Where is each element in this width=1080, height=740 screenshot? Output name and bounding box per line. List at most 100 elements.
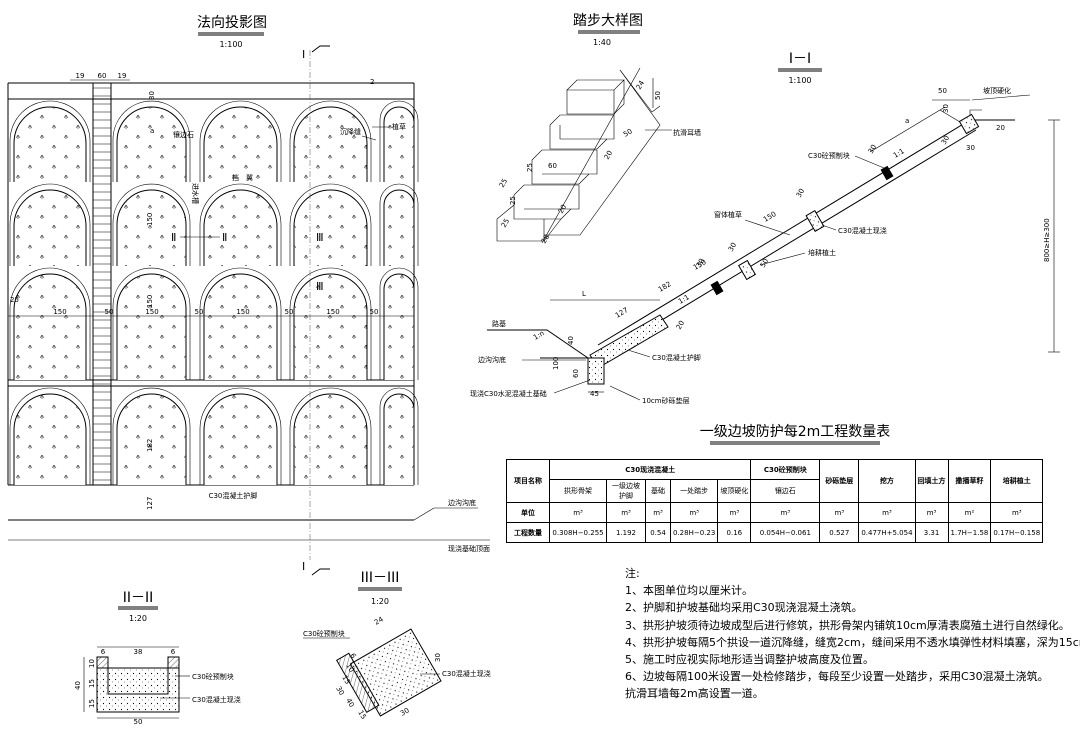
s1-label-roadbed: 路基 (492, 319, 506, 328)
section-I-scale: 1:100 (788, 76, 811, 85)
step-dim-25-d: 25 (500, 217, 511, 229)
s1-dim-182: 182 (657, 280, 673, 294)
s1-dim-150-a: 150 (762, 210, 778, 224)
arch-outline (9, 387, 91, 485)
s1-ratio-1: 1:1 (892, 147, 906, 160)
quantity-label: 工程数量 (506, 522, 550, 543)
quantity-cell: 3.31 (914, 522, 949, 543)
step-detail-title: 踏步大样图 (573, 13, 643, 29)
s1-label-base: 现浇C30水泥混凝土基础 (470, 389, 547, 398)
s1-dim-30-e: 30 (795, 187, 806, 199)
s2-dim-50: 50 (134, 718, 143, 726)
step-dim-25-c: 25 (509, 196, 517, 205)
normal-projection-title: 法向投影图 (197, 15, 267, 31)
cut-mark-II-right: Ⅱ (222, 231, 227, 244)
s1-dim-30-g: 30 (695, 257, 706, 269)
arch-outline (379, 183, 419, 266)
label-anti-slide-wall: 抗滑耳墙 (673, 128, 701, 137)
step-detail-scale: 1:40 (593, 38, 611, 47)
notes-block: 注: 1、本图单位均以厘米计。2、护脚和护坡基础均采用C30现浇混凝土浇筑。3、… (625, 565, 1080, 703)
row-dim-150-4: 150 (326, 308, 339, 316)
s3-dim-40: 40 (344, 697, 355, 709)
label-ditch-bottom: 边沟沟底 (448, 498, 476, 507)
arch-outline (9, 183, 91, 266)
step-dim-25-a: 25 (526, 163, 534, 172)
s2-dim-40: 40 (74, 681, 82, 690)
arch-outline (379, 387, 419, 485)
th-backfill: 回填土方 (914, 459, 949, 503)
arch-cell (116, 189, 187, 266)
th-top-hardening: 坡顶硬化 (717, 479, 752, 503)
s3-dim-30-c: 30 (434, 653, 442, 662)
s1-label-cast: C30混凝土现浇 (838, 226, 887, 235)
row-dim-50-4: 50 (370, 308, 379, 316)
label-inlet: 进水槽 (191, 183, 200, 204)
dim-150-a: 150 (146, 213, 154, 226)
section-II-view: II－II 1:20 6 38 6 40 10 15 15 50 C30砼预制块… (74, 590, 241, 726)
normal-projection-view: 法向投影图 1:100 19 60 19 I 2 30 a 镶边石 (7, 15, 490, 576)
th-c30-precast: C30砼预制块 (750, 459, 821, 480)
arch-outline (199, 183, 282, 266)
quantity-cell: 0.28H−0.23 (669, 522, 719, 543)
arch-cell (13, 189, 87, 266)
note-item: 5、施工时应视实际地形适当调整护坡高度及位置。 (625, 653, 874, 667)
step-dim-20-a: 20 (557, 203, 568, 215)
th-edge-stone: 镶边石 (750, 479, 821, 503)
notes-title: 注: (625, 567, 640, 580)
step-dim-28: 28 (540, 233, 551, 245)
s1-dim-50: 50 (938, 87, 947, 95)
arch-cell (13, 393, 87, 485)
arch-cell (383, 189, 415, 266)
s1-dim-40: 40 (567, 336, 575, 345)
s1-label-precast: C30砼预制块 (808, 151, 850, 160)
quantity-cell: 0.527 (819, 522, 860, 543)
th-sand: 砂砾垫层 (819, 459, 860, 503)
s2-dim-38: 38 (134, 648, 143, 656)
note-item: 2、护脚和护坡基础均采用C30现浇混凝土浇筑。 (625, 601, 863, 615)
th-soil: 培耕植土 (990, 459, 1044, 503)
dim-150-b: 150 (146, 295, 154, 308)
s1-dim-60: 60 (572, 369, 580, 378)
quantity-cell: 0.054H−0.061 (750, 522, 821, 543)
label-settlement-joint: 沉降缝 (340, 127, 361, 136)
s2-dim-15-b: 15 (88, 699, 96, 708)
arch-outline (289, 387, 372, 485)
section-I-view: I－I 1:100 50 30 30 20 a 30 坡顶硬化 C30砼预制块 … (470, 51, 1060, 405)
s1-label-toe: C30混凝土护脚 (652, 353, 701, 362)
row-dim-50-2: 50 (195, 308, 204, 316)
unit-cell: m³ (606, 502, 646, 523)
s3-dim-30-a: 30 (334, 685, 345, 697)
label-base-top: 现浇基础顶面 (448, 544, 490, 553)
row-dim-50-1: 50 (105, 308, 114, 316)
s2-dim-6-a: 6 (101, 648, 106, 656)
dim-30-arch: 30 (148, 91, 156, 100)
label-retaining: 挡 翼 (232, 173, 253, 182)
step-dim-25-b: 25 (498, 177, 509, 189)
s2-label-precast: C30砼预制块 (192, 672, 234, 681)
arch-cell (203, 106, 278, 182)
arch-cell (203, 273, 278, 380)
section-III-title: III－III (361, 570, 400, 586)
s3-dim-30-b: 30 (399, 706, 411, 717)
unit-label: 单位 (506, 502, 550, 523)
s2-dim-10: 10 (88, 659, 96, 668)
s1-label-sand: 10cm砂砾垫层 (642, 396, 690, 405)
dim-182: 182 (146, 439, 154, 452)
th-excavation: 挖方 (858, 459, 916, 503)
th-project-name: 项目名称 (506, 459, 550, 503)
unit-cell: m³ (549, 502, 607, 523)
unit-cell: m³ (669, 502, 719, 523)
label-grass: 植草 (392, 122, 406, 131)
table-title: 一级边坡防护每2m工程数量表 (700, 424, 891, 440)
dim-19-left: 19 (76, 72, 85, 80)
arch-outline (289, 267, 372, 380)
dim-60: 60 (98, 72, 107, 80)
arch-outline (289, 100, 372, 182)
arch-cell (203, 393, 278, 485)
arch-cell (116, 393, 187, 485)
arch-outline (112, 100, 191, 182)
s1-dim-127: 127 (614, 306, 630, 320)
arch-cell (13, 273, 87, 380)
s1-label-window-grass: 窗体植草 (714, 210, 742, 219)
notes-list: 1、本图单位均以厘米计。2、护脚和护坡基础均采用C30现浇混凝土浇筑。3、拱形护… (625, 582, 1080, 702)
